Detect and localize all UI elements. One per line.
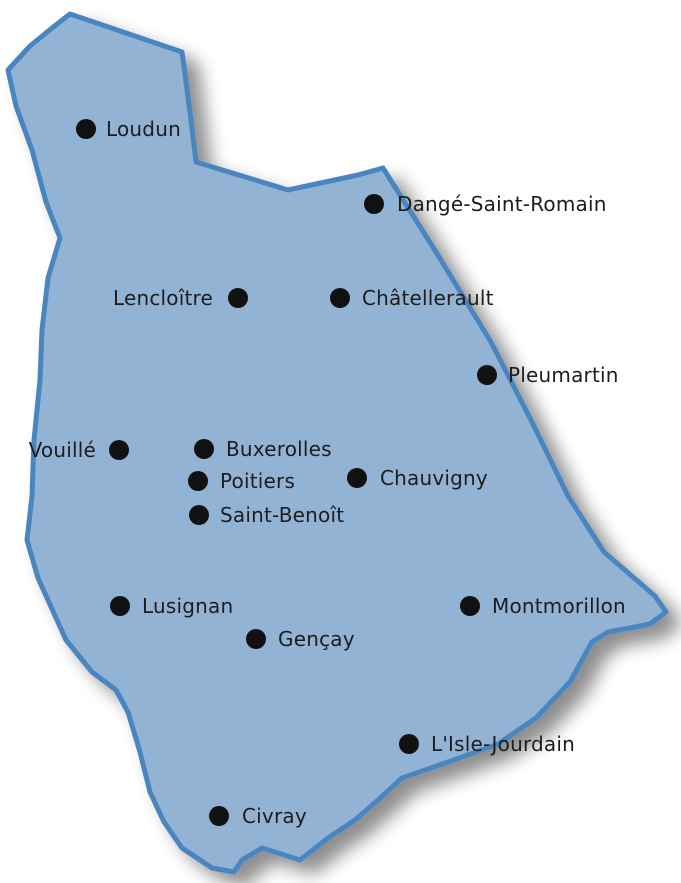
city-label-lusignan: Lusignan xyxy=(142,594,233,618)
city-marker-lusignan[interactable]: Lusignan xyxy=(110,594,233,618)
city-label-montmorillon: Montmorillon xyxy=(492,594,626,618)
city-marker-dange-saint-romain[interactable]: Dangé-Saint-Romain xyxy=(364,192,607,216)
city-label-chauvigny: Chauvigny xyxy=(380,466,488,490)
department-outline xyxy=(5,11,669,875)
city-dot-icon[interactable] xyxy=(460,596,480,616)
city-label-gencay: Gençay xyxy=(278,627,355,651)
city-dot-icon[interactable] xyxy=(209,806,229,826)
city-dot-icon[interactable] xyxy=(477,365,497,385)
city-dot-icon[interactable] xyxy=(399,734,419,754)
city-marker-vouille[interactable]: Vouillé xyxy=(29,438,129,462)
city-dot-icon[interactable] xyxy=(189,505,209,525)
city-marker-gencay[interactable]: Gençay xyxy=(246,627,355,651)
city-label-chatellerault: Châtellerault xyxy=(362,286,494,310)
city-marker-montmorillon[interactable]: Montmorillon xyxy=(460,594,626,618)
city-marker-chatellerault[interactable]: Châtellerault xyxy=(330,286,494,310)
city-label-buxerolles: Buxerolles xyxy=(226,437,332,461)
city-marker-poitiers[interactable]: Poitiers xyxy=(188,469,295,493)
city-dot-icon[interactable] xyxy=(246,629,266,649)
city-marker-chauvigny[interactable]: Chauvigny xyxy=(347,466,488,490)
city-marker-lencloitre[interactable]: Lencloître xyxy=(113,286,248,310)
city-marker-civray[interactable]: Civray xyxy=(209,804,307,828)
city-marker-pleumartin[interactable]: Pleumartin xyxy=(477,363,619,387)
city-label-saint-benoit: Saint-Benoît xyxy=(220,503,344,527)
city-dot-icon[interactable] xyxy=(194,439,214,459)
city-label-dange-saint-romain: Dangé-Saint-Romain xyxy=(397,192,607,216)
city-label-vouille: Vouillé xyxy=(29,438,96,462)
city-label-lisle-jourdain: L'Isle-Jourdain xyxy=(431,732,575,756)
city-dot-icon[interactable] xyxy=(110,596,130,616)
city-label-lencloitre: Lencloître xyxy=(113,286,213,310)
city-dot-icon[interactable] xyxy=(76,119,96,139)
city-marker-lisle-jourdain[interactable]: L'Isle-Jourdain xyxy=(399,732,575,756)
city-marker-saint-benoit[interactable]: Saint-Benoît xyxy=(189,503,344,527)
city-label-loudun: Loudun xyxy=(106,117,181,141)
city-dot-icon[interactable] xyxy=(330,288,350,308)
city-dot-icon[interactable] xyxy=(347,468,367,488)
city-dot-icon[interactable] xyxy=(188,471,208,491)
city-dot-icon[interactable] xyxy=(364,194,384,214)
city-marker-buxerolles[interactable]: Buxerolles xyxy=(194,437,332,461)
city-label-poitiers: Poitiers xyxy=(220,469,295,493)
city-dot-icon[interactable] xyxy=(109,440,129,460)
city-label-civray: Civray xyxy=(242,804,307,828)
city-dot-icon[interactable] xyxy=(228,288,248,308)
city-label-pleumartin: Pleumartin xyxy=(508,363,619,387)
city-marker-loudun[interactable]: Loudun xyxy=(76,117,181,141)
